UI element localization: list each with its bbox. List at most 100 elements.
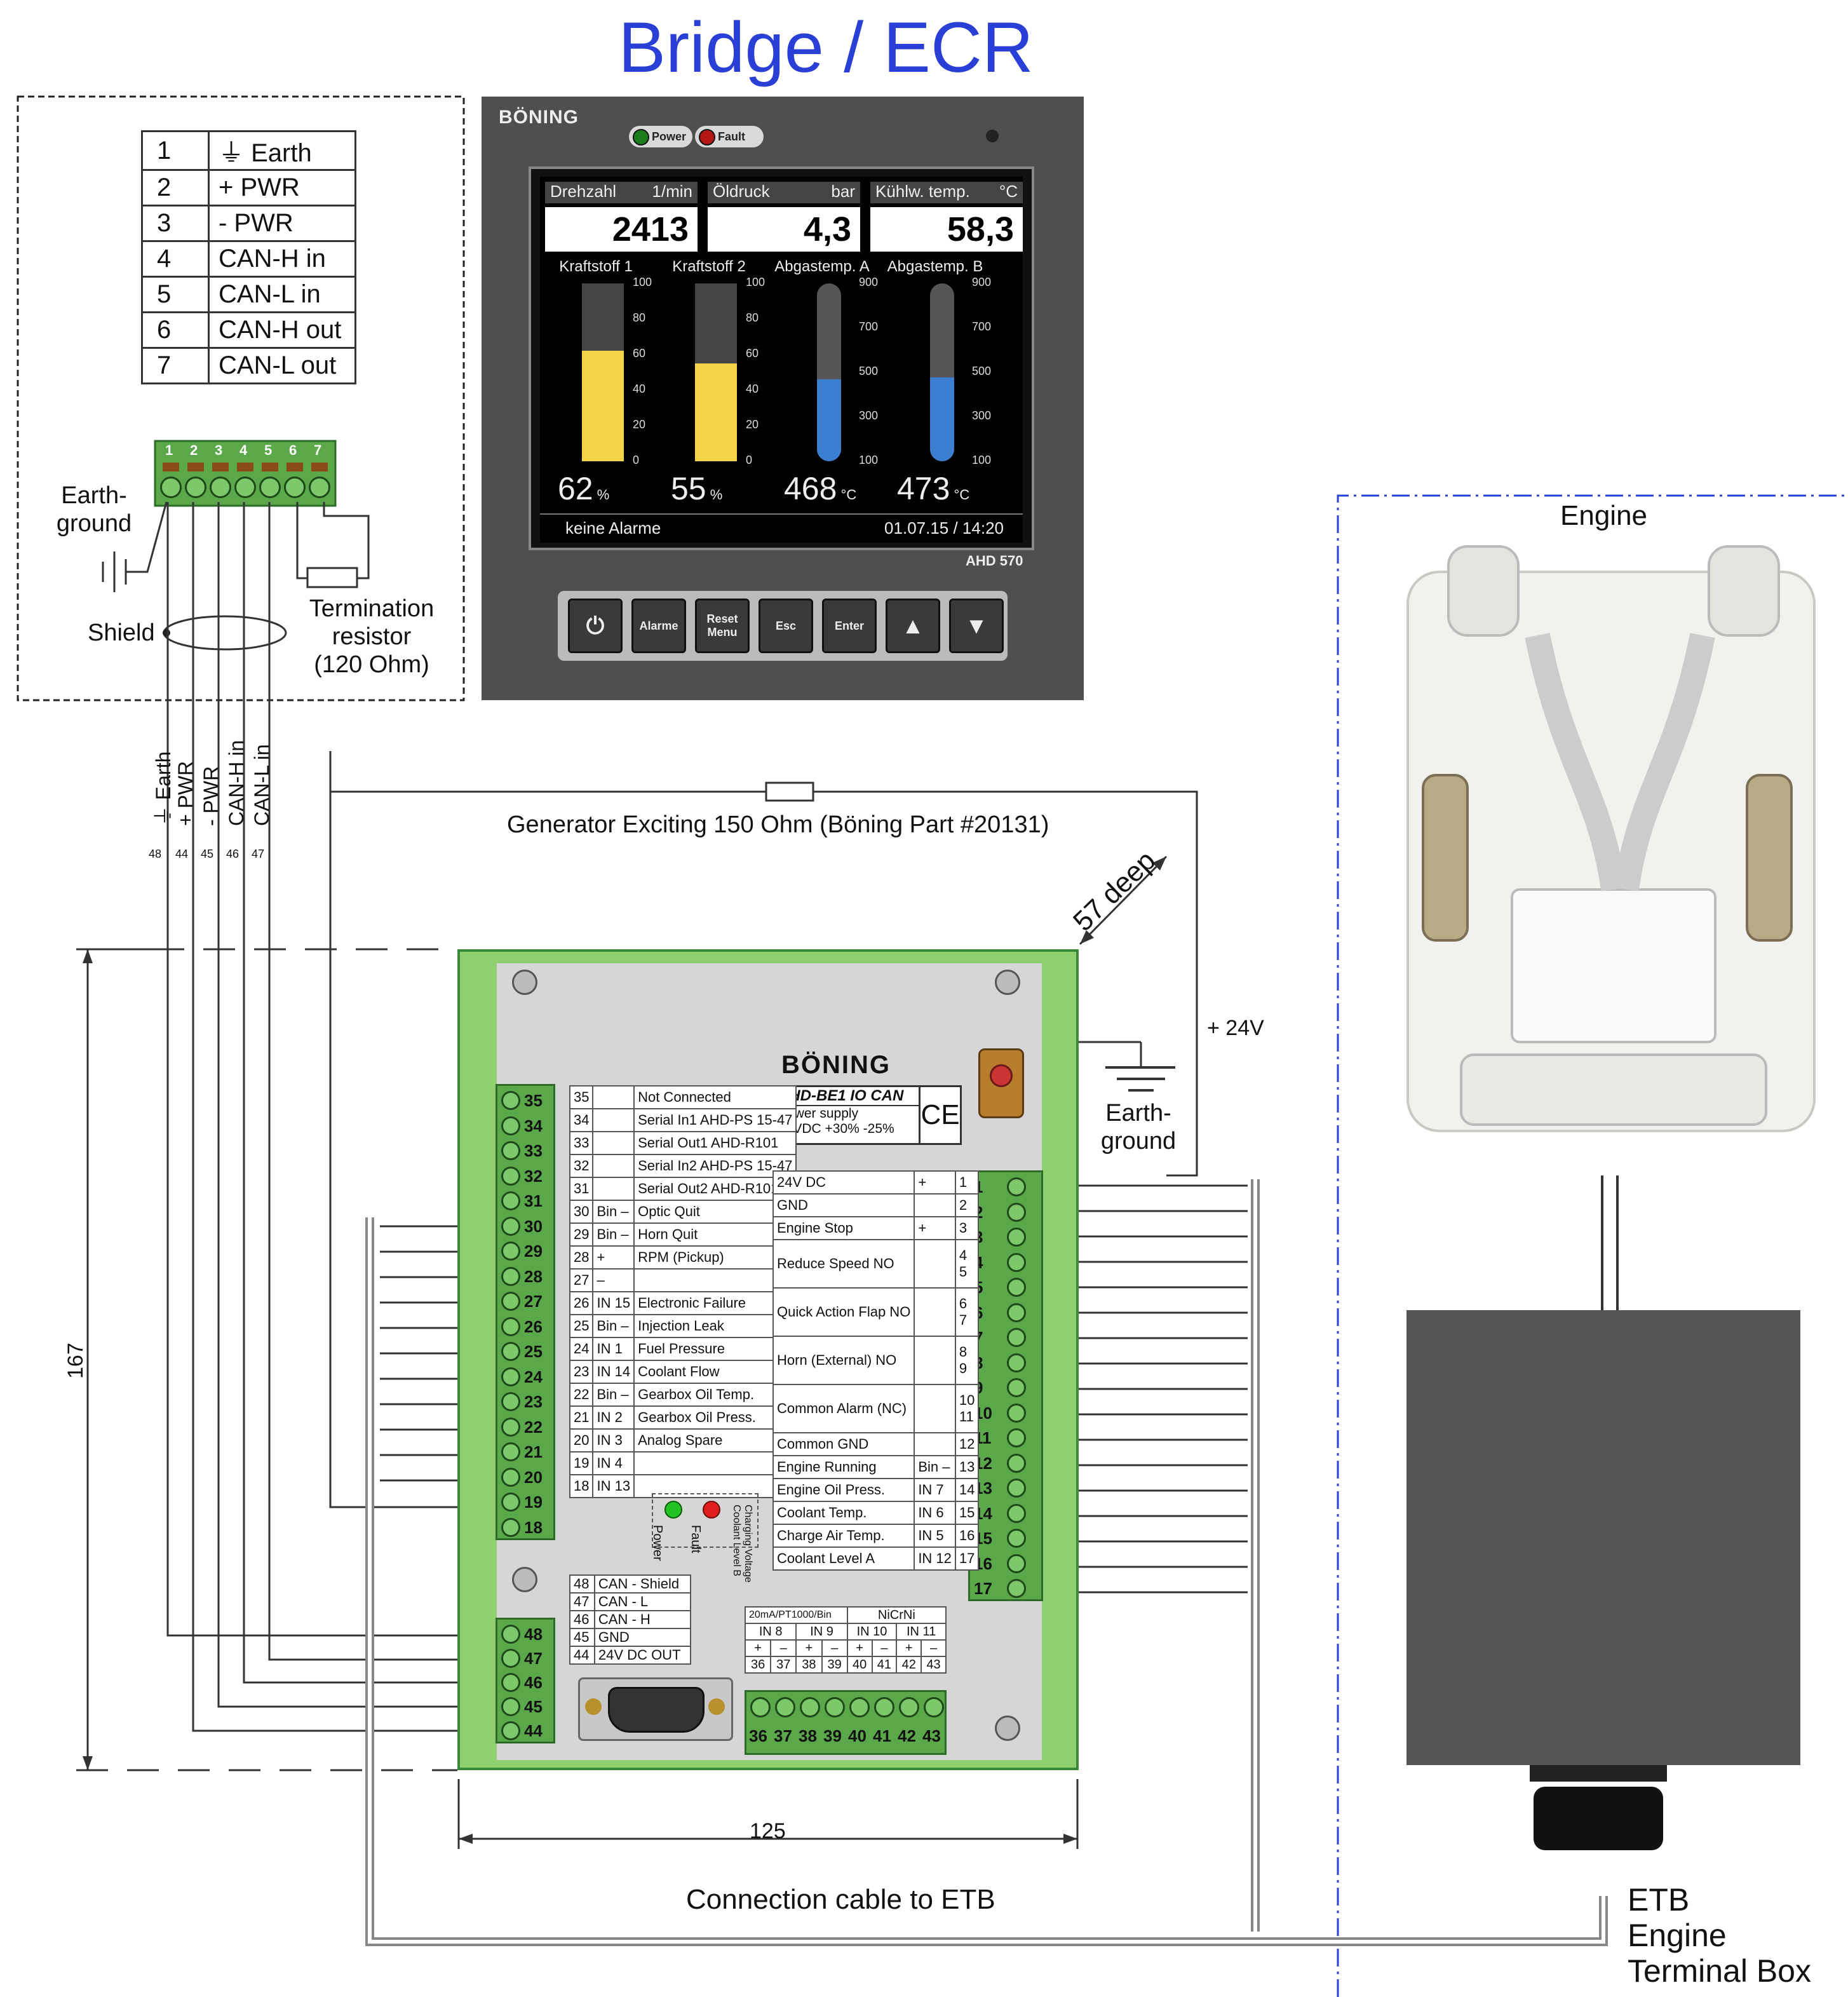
connector-terminal-icon xyxy=(210,477,231,498)
terminal-number: 36 xyxy=(749,1726,767,1745)
terminal-screw-icon xyxy=(874,1697,894,1717)
bar-tick-label: 100 xyxy=(859,454,879,466)
terminal-screw-icon xyxy=(501,1191,520,1210)
bar-tick-label: 100 xyxy=(972,454,992,466)
connection-cable-label: Connection cable to ETB xyxy=(686,1884,995,1915)
terminal-number: 40 xyxy=(848,1726,867,1745)
terminal-number: 24 xyxy=(524,1367,543,1386)
gauge-header: Kühlw. temp.°C xyxy=(870,182,1023,203)
io-number: 44 xyxy=(569,1646,595,1665)
fault-led-icon xyxy=(703,1501,720,1519)
wire-pin-number: 48 xyxy=(149,848,162,860)
keypad-button[interactable]: Esc xyxy=(759,599,813,653)
io-name: Charge Air Temp. xyxy=(772,1524,915,1548)
io-input: IN 10 xyxy=(846,1623,898,1641)
screw-icon xyxy=(995,970,1020,995)
bar-value: 55 % xyxy=(671,471,723,506)
terminal-screw-icon xyxy=(825,1697,845,1717)
connector-pin-number: 1 xyxy=(165,442,173,458)
wire-pin-number: 47 xyxy=(252,848,265,860)
pin-number: 3 xyxy=(141,205,210,242)
io-name: Quick Action Flap NO xyxy=(772,1287,915,1337)
pin-label: ⏚ Earth xyxy=(208,130,356,171)
serial-port[interactable] xyxy=(578,1677,733,1741)
terminal-screw-icon xyxy=(501,1417,520,1437)
terminal-number: 48 xyxy=(524,1625,543,1644)
io-name: Not Connected xyxy=(633,1085,797,1109)
bar-unit: % xyxy=(706,487,723,503)
io-number: 14 xyxy=(954,1478,980,1502)
io-type: IN 1 xyxy=(592,1337,635,1361)
bar-value: 468 °C xyxy=(784,471,857,506)
bar-tick-label: 900 xyxy=(859,276,879,288)
io-sign: + xyxy=(846,1639,873,1657)
io-type: Bin – xyxy=(592,1222,635,1247)
terminal-number: 44 xyxy=(524,1721,543,1740)
io-row: 27– xyxy=(569,1268,797,1292)
terminal-screw-icon xyxy=(501,1242,520,1261)
io-type: + xyxy=(914,1216,956,1240)
terminal-number: 41 xyxy=(873,1726,891,1745)
pin-number: 6 xyxy=(141,311,210,349)
bar-tick-label: 40 xyxy=(633,382,646,395)
connector-terminal-icon xyxy=(259,477,281,498)
terminal-screw-icon xyxy=(1007,1554,1026,1573)
terminal-screw-icon xyxy=(1007,1403,1026,1423)
terminal-screw-icon xyxy=(501,1625,520,1644)
io-number: 25 xyxy=(569,1314,594,1338)
terminal-number: 25 xyxy=(524,1342,543,1361)
connector-contact xyxy=(187,463,204,471)
io-sign: + xyxy=(896,1639,922,1657)
keypad-button[interactable]: ▲ xyxy=(886,599,940,653)
io-number: 30 xyxy=(569,1200,594,1224)
right-terminal-strip: 1234567891011121314151617 xyxy=(968,1170,1043,1601)
io-sign: – xyxy=(921,1639,947,1657)
io-input: IN 11 xyxy=(896,1623,947,1641)
io-type xyxy=(592,1108,635,1132)
io-number: 16 xyxy=(954,1524,980,1548)
engine-illustration xyxy=(1406,545,1816,1132)
power-led-icon xyxy=(664,1501,682,1519)
keypad-button[interactable]: Reset Menu xyxy=(695,599,750,653)
bar-tick-label: 300 xyxy=(972,409,992,422)
io-name: Electronic Failure xyxy=(633,1291,797,1315)
io-name: CAN - H xyxy=(593,1610,692,1629)
engine-label: Engine xyxy=(1560,500,1648,531)
terminal-screw-icon xyxy=(501,1467,520,1487)
wire-label: CAN-L in xyxy=(250,744,273,826)
earth-ground-right-label: Earth- ground xyxy=(1100,1100,1177,1154)
etb-gland-top xyxy=(1530,1765,1667,1782)
io-name: Horn Quit xyxy=(633,1222,797,1247)
terminal-screw-icon xyxy=(501,1517,520,1537)
keypad-button[interactable]: ⏻ xyxy=(568,599,623,653)
terminal-screw-icon xyxy=(501,1141,520,1160)
keypad-button[interactable]: Alarme xyxy=(631,599,686,653)
bar-tick-label: 60 xyxy=(633,347,646,360)
io-number: 38 xyxy=(795,1656,823,1674)
io-type: IN 14 xyxy=(592,1360,635,1384)
pin-row: 2+ PWR xyxy=(141,169,356,206)
terminal-number: 46 xyxy=(524,1673,543,1692)
terminal-number: 47 xyxy=(524,1649,543,1668)
io-name: Common GND xyxy=(772,1432,915,1456)
io-type xyxy=(914,1239,956,1289)
screw-icon xyxy=(512,970,537,995)
keypad-button[interactable]: Enter xyxy=(822,599,877,653)
terminal-screw-icon xyxy=(501,1317,520,1336)
io-sign: – xyxy=(821,1639,848,1657)
io-name: Injection Leak xyxy=(633,1314,797,1338)
gauge-name: Drehzahl xyxy=(550,182,617,201)
io-name: Engine Oil Press. xyxy=(772,1478,915,1502)
keypad-button[interactable]: ▼ xyxy=(949,599,1004,653)
io-name: Common Alarm (NC) xyxy=(772,1384,915,1433)
